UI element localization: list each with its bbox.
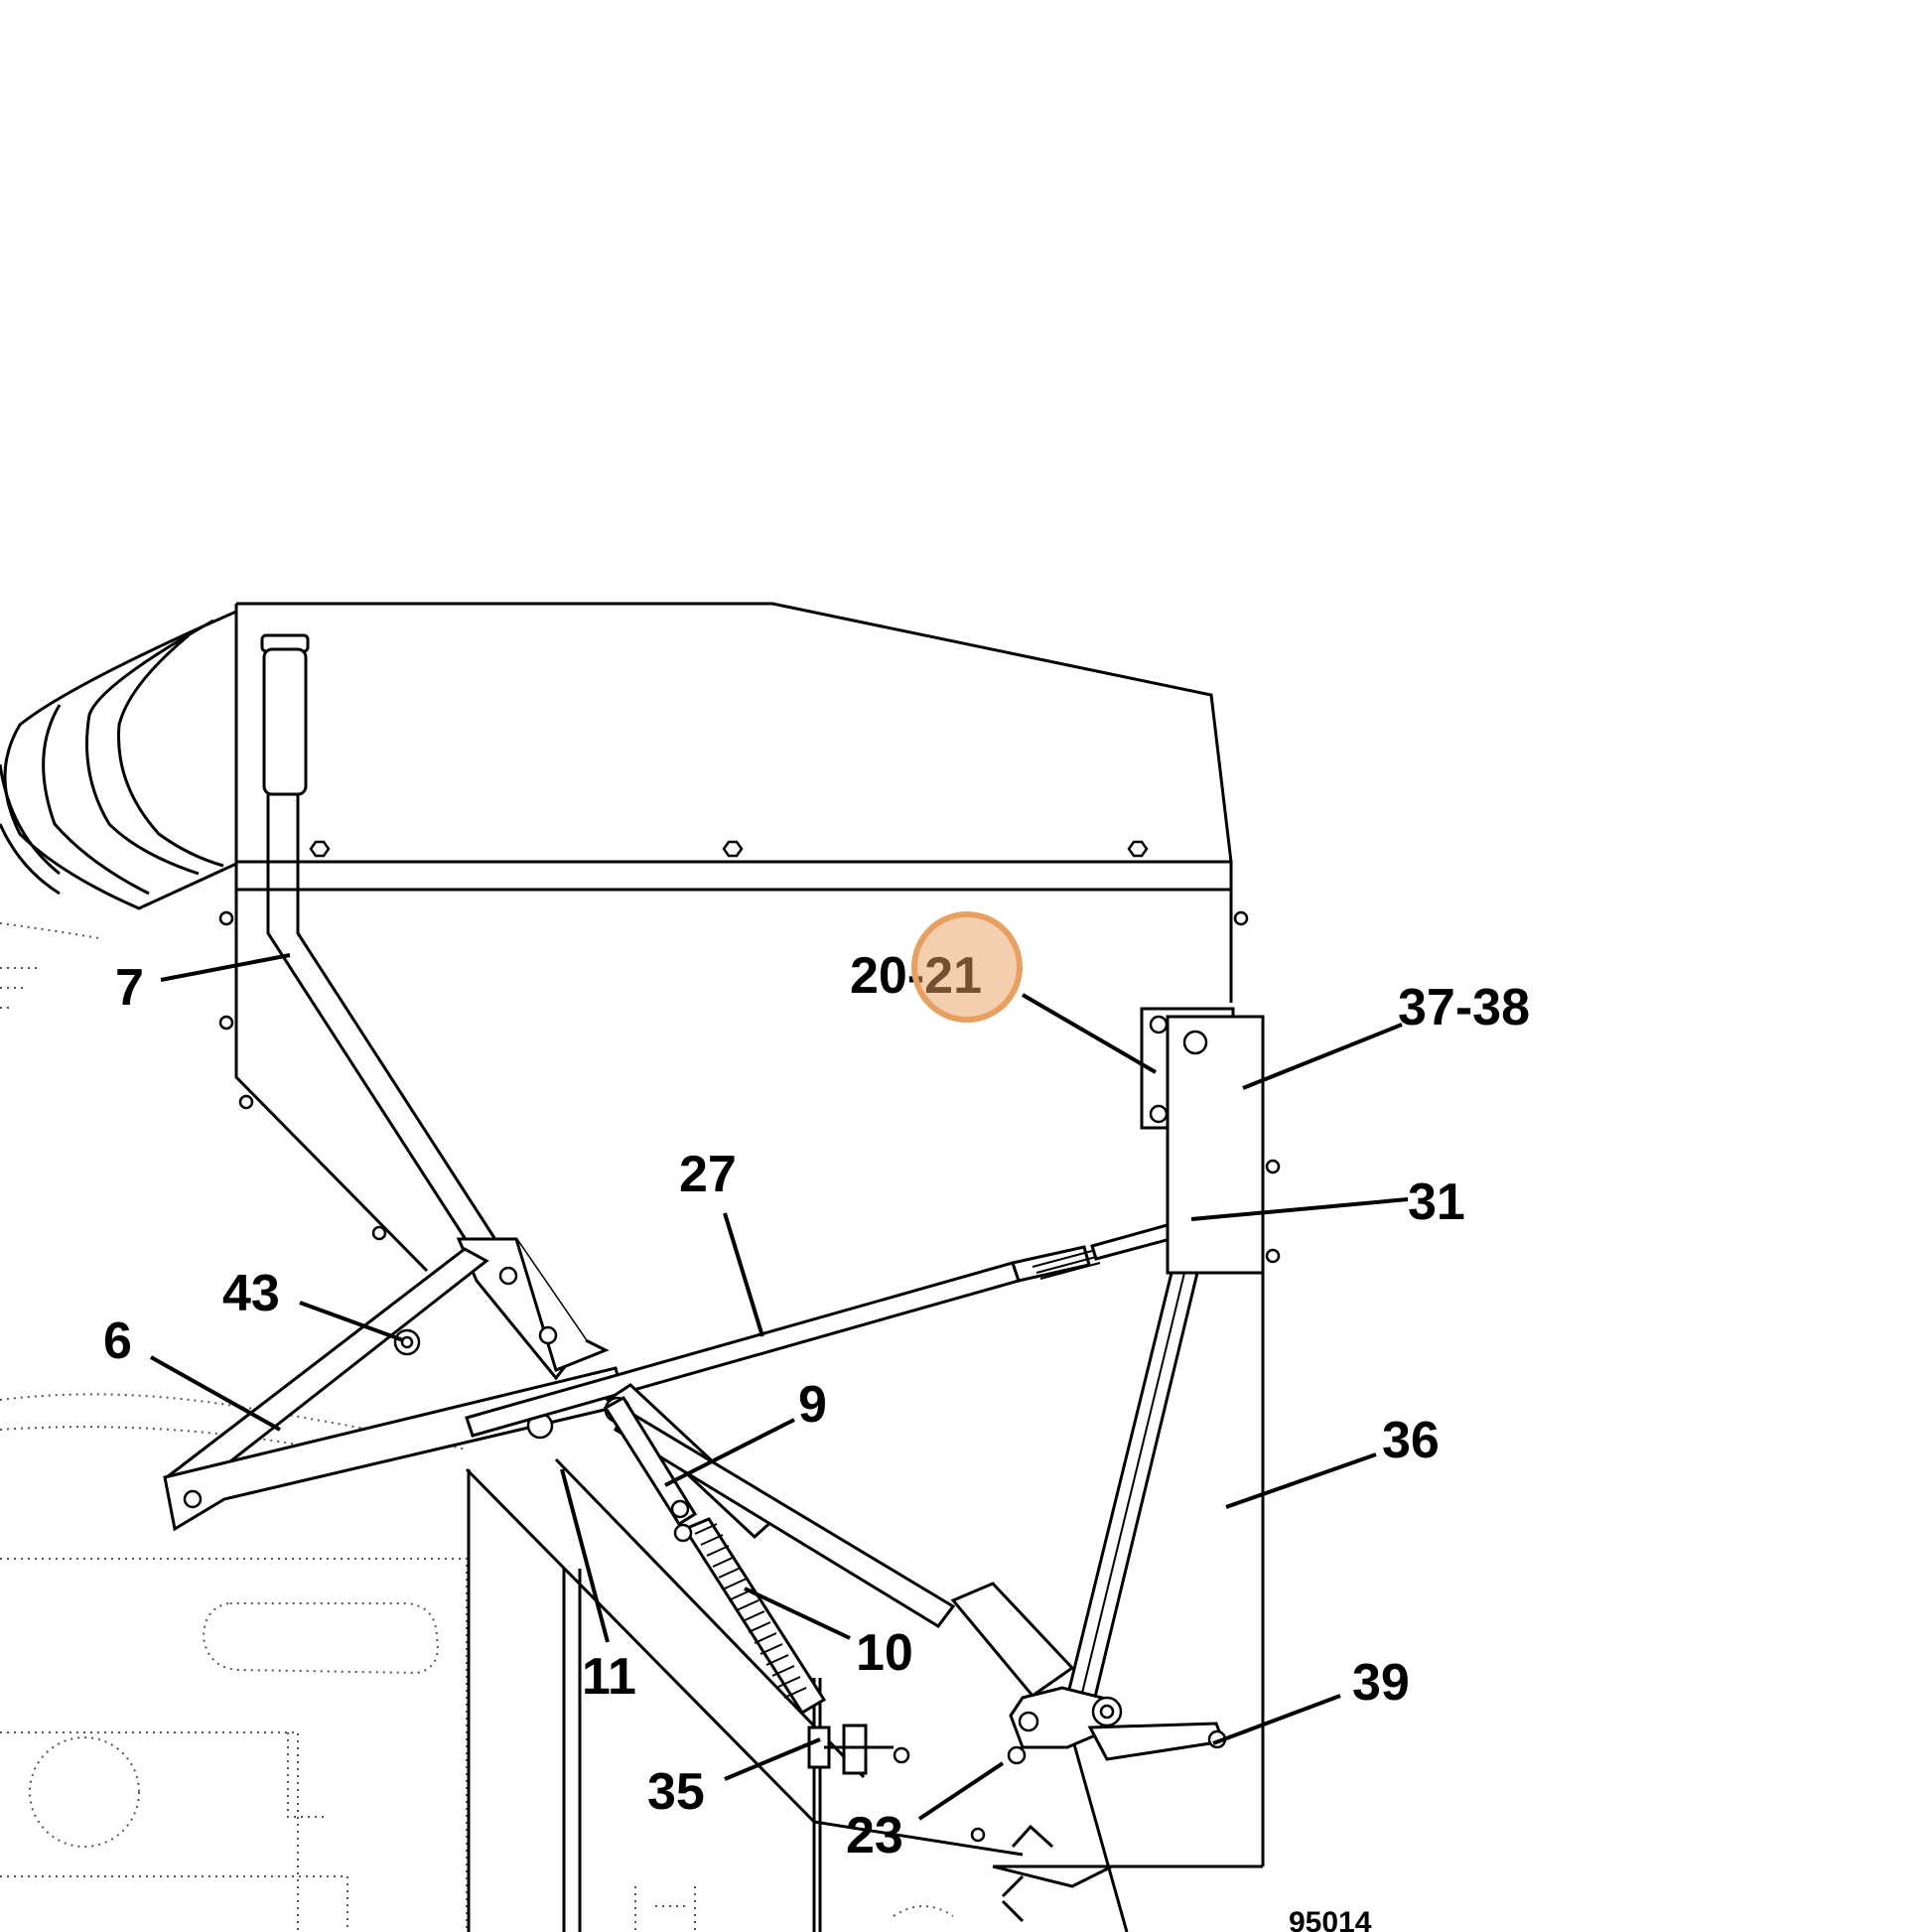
callout-23: 23 bbox=[846, 1807, 903, 1864]
spring bbox=[673, 1517, 827, 1716]
callout-37-38: 37-38 bbox=[1398, 979, 1530, 1036]
bolt-43 bbox=[393, 1328, 421, 1356]
bracket-37-38 bbox=[1140, 1007, 1265, 1275]
callout-31: 31 bbox=[1408, 1173, 1465, 1231]
callout-39: 39 bbox=[1352, 1654, 1410, 1712]
callout-43: 43 bbox=[222, 1265, 280, 1322]
callout-11: 11 bbox=[582, 1648, 636, 1706]
rod-27 bbox=[465, 1207, 1200, 1438]
callout-35: 35 bbox=[647, 1763, 705, 1821]
hopper-housing bbox=[218, 602, 1281, 1888]
callout-6: 6 bbox=[103, 1312, 132, 1370]
callout-36: 36 bbox=[1382, 1412, 1440, 1469]
parts-35-23-39 bbox=[807, 1686, 1227, 1843]
frame-legs bbox=[465, 1457, 1129, 1932]
leader-lines bbox=[150, 953, 1409, 1821]
figure-number: 95014 bbox=[1289, 1906, 1372, 1932]
threaded-adjuster bbox=[1032, 1250, 1101, 1280]
callout-27: 27 bbox=[679, 1146, 737, 1203]
discharge-chute bbox=[0, 610, 237, 910]
callout-10: 10 bbox=[856, 1624, 913, 1682]
rail-bolts bbox=[309, 840, 1149, 858]
gas-cylinder bbox=[604, 1383, 1075, 1699]
link-11 bbox=[603, 1395, 698, 1527]
callout-9: 9 bbox=[798, 1376, 827, 1434]
highlight-marker bbox=[911, 911, 1023, 1023]
callout-7: 7 bbox=[115, 959, 144, 1017]
strut bbox=[1060, 1271, 1199, 1720]
control-handle bbox=[260, 633, 610, 1381]
